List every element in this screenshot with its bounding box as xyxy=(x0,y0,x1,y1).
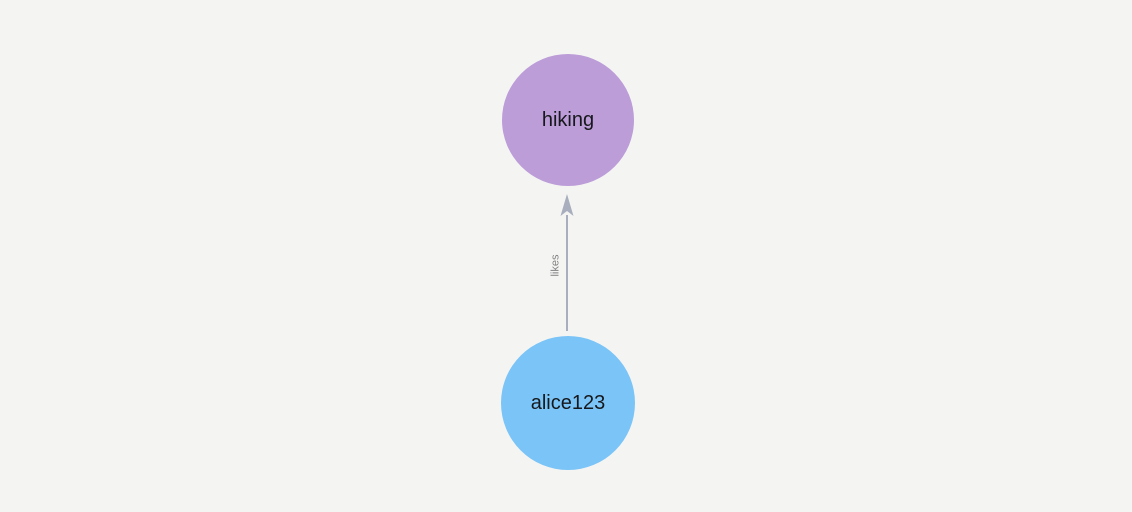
graph-node-label-hiking: hiking xyxy=(541,109,595,131)
edge-label-likes: likes xyxy=(549,254,562,277)
edge-arrowhead-icon xyxy=(560,194,574,216)
graph-node-hiking[interactable]: hiking xyxy=(502,54,634,186)
graph-node-label-alice123: alice123 xyxy=(530,392,606,414)
graph-node-alice123[interactable]: alice123 xyxy=(501,336,635,470)
